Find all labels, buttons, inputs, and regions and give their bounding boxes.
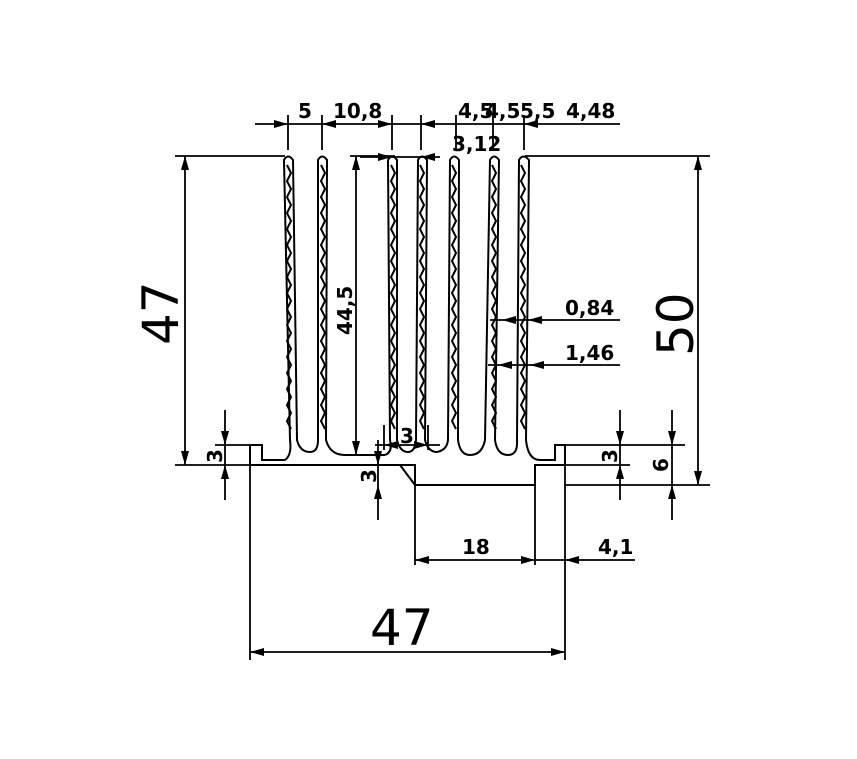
arrow xyxy=(498,361,512,369)
label-slot-width: 18 xyxy=(462,535,490,559)
arrow xyxy=(524,120,538,128)
arrow xyxy=(616,465,624,479)
arrow xyxy=(352,156,360,170)
arrow xyxy=(530,361,544,369)
label-fin-pitch-c: 4,5 xyxy=(458,99,493,123)
label-fin-pitch-d: 4,5 xyxy=(485,99,520,123)
label-fin-pitch-e: 5,5 xyxy=(520,99,555,123)
label-foot-width: 4,1 xyxy=(598,535,633,559)
arrow xyxy=(250,648,264,656)
fin-1 xyxy=(282,155,385,461)
label-base-step-center: 3 xyxy=(357,469,381,483)
label-inner-fin-height: 44,5 xyxy=(333,286,357,335)
label-base-step-center-top: 3 xyxy=(400,424,414,448)
arrow xyxy=(181,451,189,465)
arrow xyxy=(694,471,702,485)
arrow xyxy=(322,120,336,128)
arrow xyxy=(616,431,624,445)
fin-3 xyxy=(384,155,438,456)
fin-hatching xyxy=(285,164,527,430)
label-overall-width: 47 xyxy=(370,599,434,657)
arrow xyxy=(374,485,382,499)
arrow xyxy=(694,156,702,170)
arrow xyxy=(414,441,428,449)
fin-cluster-right xyxy=(436,155,541,461)
arrow xyxy=(274,120,288,128)
label-base-step-right: 3 xyxy=(598,449,622,463)
extension-lines xyxy=(175,115,710,660)
arrow xyxy=(181,156,189,170)
arrow xyxy=(565,556,579,564)
label-fin-pitch-f: 4,48 xyxy=(566,99,615,123)
base-step xyxy=(399,464,416,486)
label-fin-pitch-a: 5 xyxy=(298,99,312,123)
arrow xyxy=(528,316,542,324)
arrow xyxy=(221,465,229,479)
label-total-height: 50 xyxy=(647,292,705,356)
fins xyxy=(282,155,541,461)
arrow xyxy=(421,120,435,128)
arrow xyxy=(521,556,535,564)
label-fin-height-left: 47 xyxy=(132,281,190,345)
arrow xyxy=(352,441,360,455)
label-base-step-left: 3 xyxy=(203,449,227,463)
base-top-edge xyxy=(250,444,285,461)
arrow xyxy=(221,431,229,445)
label-fin-gap: 3,12 xyxy=(452,132,501,156)
arrow xyxy=(551,648,565,656)
label-base-thickness: 6 xyxy=(649,458,673,472)
arrow xyxy=(415,556,429,564)
arrow xyxy=(384,441,398,449)
arrow xyxy=(378,153,392,161)
label-fin-pitch-b: 10,8 xyxy=(333,99,382,123)
arrow xyxy=(668,431,676,445)
arrow xyxy=(374,451,382,465)
label-fin-root-thickness: 1,46 xyxy=(565,341,614,365)
arrow xyxy=(421,153,435,161)
arrow xyxy=(668,485,676,499)
arrow xyxy=(378,120,392,128)
arrow xyxy=(502,316,516,324)
dimension-labels: 47 47 50 44,5 5 10,8 4,5 4,5 5,5 4,48 3,… xyxy=(132,99,705,657)
dim-line-3-left xyxy=(215,410,262,500)
label-fin-tip-thickness: 0,84 xyxy=(565,296,614,320)
dimensions xyxy=(175,115,710,660)
